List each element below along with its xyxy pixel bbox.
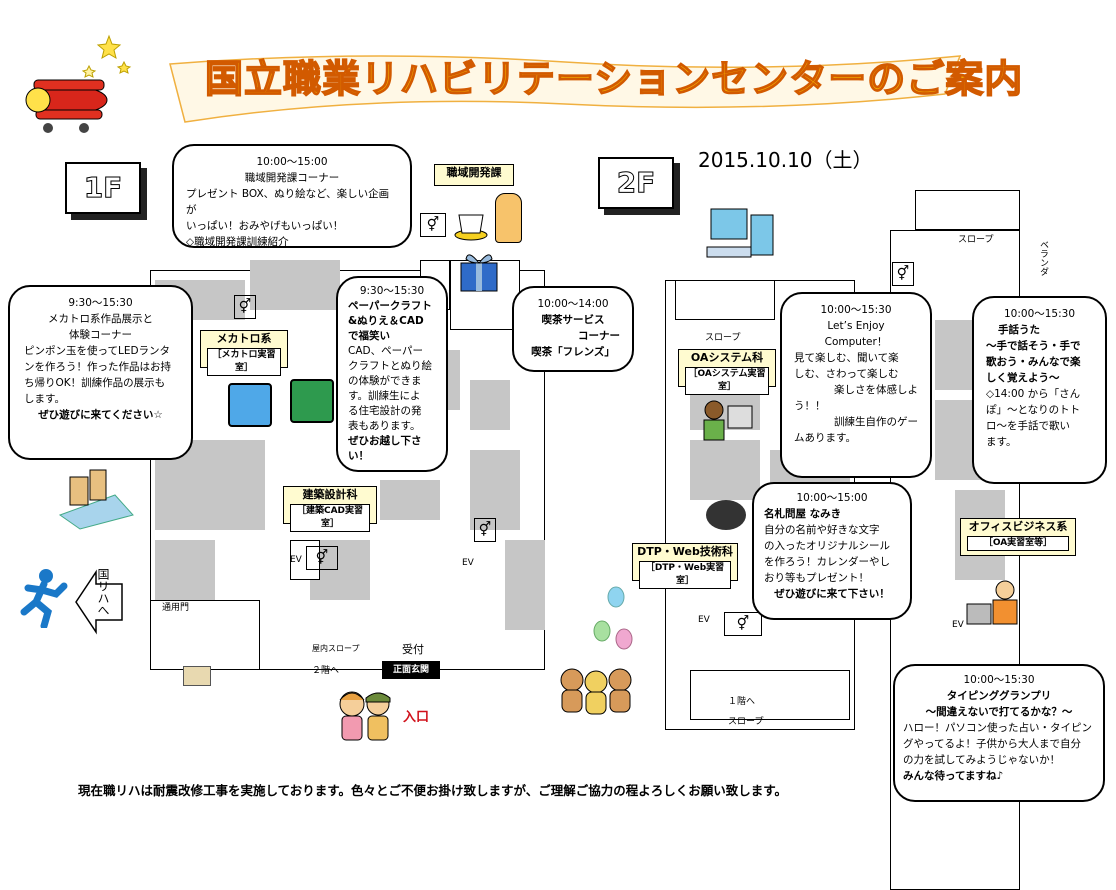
page-title: 国立職業リハビリテーションセンターのご案内 (204, 56, 1024, 102)
restroom-icon: ⚥ (724, 612, 762, 636)
restroom-icon: ⚥ (306, 546, 338, 570)
label-office-business: オフィスビジネス系［OA実習室等］ (960, 518, 1076, 556)
ev-label: EV (290, 555, 302, 565)
bubble-mechatro: 9:30～15:30 メカトロ系作品展示と 体験コーナー ピンポン玉を使ってLE… (8, 285, 193, 460)
floor-2f-tag: 2F (598, 157, 674, 209)
office-worker-illustration (966, 580, 1018, 625)
palette-icon (706, 500, 746, 530)
meeting-table-icon (183, 666, 211, 686)
airplane-illustration (25, 34, 132, 133)
running-person-icon (20, 569, 68, 628)
label-shokuiki: 職域開発課 (434, 164, 514, 186)
kokuriha-direction: 国リハへ (96, 568, 110, 616)
event-date: 2015.10.10（土） (698, 148, 873, 172)
arrow-left-icon (75, 569, 123, 635)
screwdriver-icon (290, 379, 334, 423)
restroom-icon: ⚥ (474, 518, 496, 542)
slope-label-c: スロープ (728, 717, 764, 727)
restroom-icon: ⚥ (234, 295, 256, 319)
coffee-cup-icon (454, 214, 488, 241)
restroom-icon: ⚥ (420, 213, 446, 237)
bubble-shokuiki: 10:00～15:00 職域開発課コーナー プレゼント BOX、ぬり絵など、楽し… (172, 144, 412, 248)
children-illustration (339, 691, 391, 741)
label-dtp-web: DTP・Web技術科［DTP・Web実習室］ (632, 543, 738, 589)
title-banner: 国立職業リハビリテーションセンターのご案内 (165, 44, 1024, 134)
restroom-icon: ⚥ (892, 262, 914, 286)
ev-label: EV (698, 615, 710, 625)
label-kenchiku: 建築設計科［建築CAD実習室］ (283, 486, 377, 532)
student-computer-illustration (703, 400, 753, 441)
ev-label: EV (952, 620, 964, 630)
architecture-illustration (58, 469, 134, 530)
slope-indoor-label: 屋内スロープ (312, 644, 360, 653)
bubble-nafuda: 10:00～15:00 名札問屋 なみき 自分の名前や好きな文字 の入ったオリジ… (752, 482, 912, 620)
gift-box-icon (460, 254, 498, 292)
reception-label: 受付 (402, 643, 424, 656)
slope-label-b: スロープ (958, 235, 994, 245)
bubble-oa: 10:00～15:30 Let’s Enjoy Computer！ 見て楽しむ、… (780, 292, 932, 478)
balloons-illustration (593, 586, 633, 650)
bubble-kissa: 10:00～14:00 喫茶サービス コーナー 喫茶「フレンズ」 (512, 286, 634, 372)
footer-notice: 現在職リハは耐震改修工事を実施しております。色々とご不便お掛け致しますが、ご理解… (78, 783, 788, 798)
bubble-shuwa: 10:00～15:30 手話うた ～手で話そう・手で 歌おう・みんなで楽 しく覚… (972, 296, 1107, 484)
computer-illustration (706, 208, 774, 258)
to-2f-label: ２階へ (312, 666, 340, 676)
main-entrance-label: 正面玄関 (382, 661, 440, 679)
teddy-bears-illustration (560, 668, 632, 715)
label-mechatro: メカトロ系［メカトロ実習室］ (200, 330, 288, 376)
bubble-kenchiku: 9:30～15:30 ペーパークラフト &ぬりえ＆CAD で福笑い CAD、ペー… (336, 276, 448, 472)
slope-label-a: スロープ (705, 333, 741, 343)
veranda-label: ベランダ (1038, 240, 1048, 276)
floor-1f-tag: 1F (65, 162, 141, 214)
bubble-typing: 10:00～15:30 タイピンググランプリ ～間違えないで打てるかな？～ ハロ… (893, 664, 1105, 802)
ev-label: EV (462, 558, 474, 568)
bolt-icon (228, 383, 272, 427)
tsuyomon-label: 通用門 (162, 603, 190, 613)
person-icon (495, 193, 522, 243)
entrance-label: 入口 (403, 710, 430, 725)
label-oa-system: OAシステム科［OAシステム実習室］ (678, 349, 776, 395)
to-1f-label: １階へ (728, 697, 756, 707)
